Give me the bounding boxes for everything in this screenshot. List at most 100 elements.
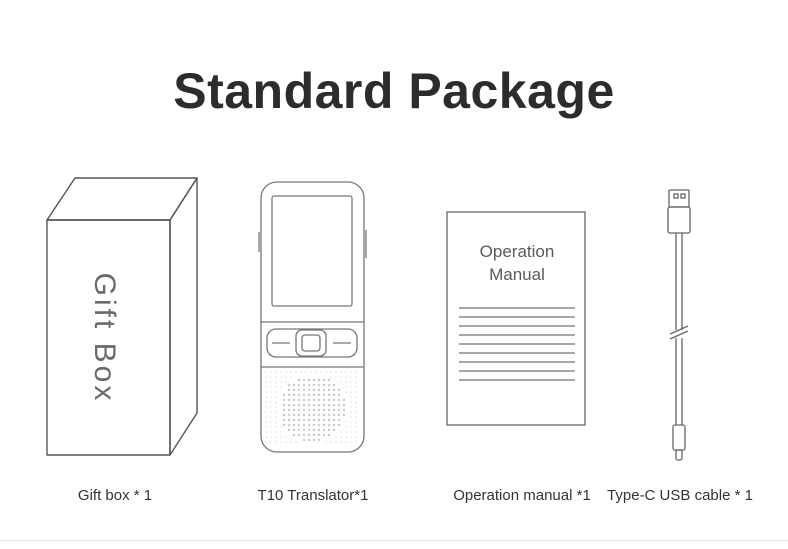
grille-dot xyxy=(302,433,306,437)
grille-dot xyxy=(317,433,321,437)
panel-dot xyxy=(275,441,277,443)
panel-dot xyxy=(275,376,277,378)
grille-dot xyxy=(342,398,346,402)
grille-dot xyxy=(302,378,306,382)
panel-dot xyxy=(340,441,342,443)
grille-dot xyxy=(307,433,311,437)
panel-dot xyxy=(340,376,342,378)
grille-dot xyxy=(287,428,291,432)
panel-dot xyxy=(280,376,282,378)
panel-dot xyxy=(355,431,357,433)
panel-dot xyxy=(275,406,277,408)
caption-gift-box: Gift box * 1 xyxy=(77,487,153,504)
grille-dot xyxy=(297,388,301,392)
panel-dot xyxy=(340,371,342,373)
grille-dot xyxy=(337,398,341,402)
grille-dot xyxy=(332,393,336,397)
panel-dot xyxy=(280,386,282,388)
panel-dot xyxy=(355,391,357,393)
panel-dot xyxy=(285,376,287,378)
grille-dot xyxy=(332,413,336,417)
grille-dot xyxy=(317,398,321,402)
grille-dot xyxy=(312,398,316,402)
grille-dot xyxy=(312,428,316,432)
grille-dot xyxy=(297,408,301,412)
panel-dot xyxy=(265,371,267,373)
panel-dot xyxy=(315,371,317,373)
grille-dot xyxy=(312,418,316,422)
panel-dot xyxy=(280,371,282,373)
grille-dot xyxy=(297,393,301,397)
panel-dot xyxy=(320,371,322,373)
gift-box-icon: Gift Box xyxy=(46,177,198,456)
panel-dot xyxy=(270,431,272,433)
grille-dot xyxy=(327,413,331,417)
panel-dot xyxy=(340,436,342,438)
panel-dot xyxy=(270,441,272,443)
panel-dot xyxy=(345,381,347,383)
panel-dot xyxy=(280,426,282,428)
grille-dot xyxy=(297,398,301,402)
panel-dot xyxy=(330,441,332,443)
panel-dot xyxy=(265,441,267,443)
panel-dot xyxy=(355,381,357,383)
panel-dot xyxy=(270,396,272,398)
grille-dot xyxy=(322,388,326,392)
panel-dot xyxy=(325,441,327,443)
panel-dot xyxy=(355,406,357,408)
panel-dot xyxy=(305,371,307,373)
grille-dot xyxy=(297,423,301,427)
grille-dot xyxy=(297,428,301,432)
grille-dot xyxy=(312,388,316,392)
manual-booklet-icon: Operation Manual xyxy=(446,211,586,426)
panel-dot xyxy=(275,421,277,423)
grille-dot xyxy=(317,403,321,407)
panel-dot xyxy=(355,411,357,413)
panel-dot xyxy=(265,436,267,438)
panel-dot xyxy=(265,411,267,413)
grille-dot xyxy=(302,408,306,412)
panel-dot xyxy=(355,441,357,443)
grille-dot xyxy=(302,423,306,427)
panel-dot xyxy=(345,386,347,388)
panel-dot xyxy=(265,426,267,428)
grille-dot xyxy=(287,383,291,387)
grille-dot xyxy=(302,388,306,392)
manual-text-lines xyxy=(459,307,575,381)
usb-cable-icon xyxy=(667,189,691,461)
grille-dot xyxy=(307,393,311,397)
panel-dot xyxy=(270,426,272,428)
panel-dot xyxy=(350,431,352,433)
panel-dot xyxy=(265,421,267,423)
grille-dot xyxy=(287,418,291,422)
gift-box-label: Gift Box xyxy=(88,273,121,404)
grille-dot xyxy=(312,403,316,407)
panel-dot xyxy=(355,396,357,398)
panel-dot xyxy=(350,391,352,393)
panel-dot xyxy=(265,406,267,408)
grille-dot xyxy=(312,413,316,417)
grille-dot xyxy=(282,393,286,397)
grille-dot xyxy=(342,408,346,412)
panel-dot xyxy=(285,436,287,438)
panel-dot xyxy=(270,416,272,418)
grille-dot xyxy=(342,413,346,417)
grille-dot xyxy=(292,433,296,437)
grille-dot xyxy=(317,393,321,397)
grille-dot xyxy=(287,403,291,407)
grille-dot xyxy=(327,403,331,407)
panel-dot xyxy=(290,376,292,378)
grille-dot xyxy=(307,418,311,422)
panel-dot xyxy=(335,371,337,373)
grille-dot xyxy=(317,378,321,382)
panel-dot xyxy=(345,376,347,378)
speaker-grille xyxy=(265,371,357,443)
panel-dot xyxy=(355,421,357,423)
grille-dot xyxy=(297,413,301,417)
grille-dot xyxy=(292,408,296,412)
caption-manual: Operation manual *1 xyxy=(453,487,591,504)
grille-dot xyxy=(302,413,306,417)
grille-dot xyxy=(312,408,316,412)
grille-dot xyxy=(337,418,341,422)
grille-dot xyxy=(322,433,326,437)
